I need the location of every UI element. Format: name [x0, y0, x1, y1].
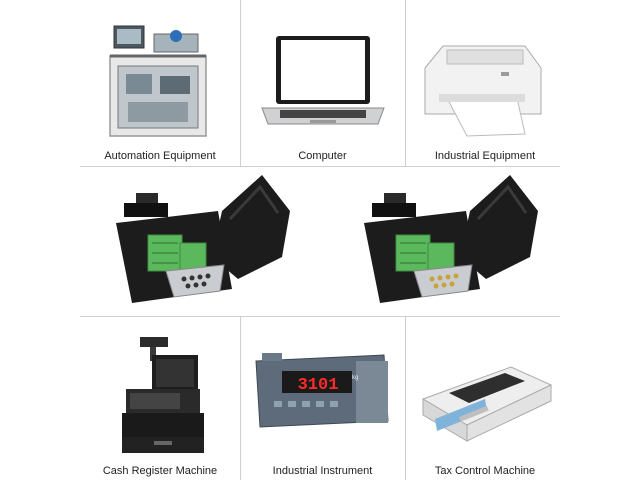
cell-db9-male — [330, 167, 570, 316]
label-industrial-equipment: Industrial Equipment — [434, 150, 536, 162]
cell-db9-female — [80, 167, 320, 316]
divider-bottom-left — [240, 316, 241, 480]
label-industrial-instrument: Industrial Instrument — [272, 465, 373, 477]
label-cash-register-machine: Cash Register Machine — [102, 465, 218, 477]
weight-unit-label: kg — [352, 375, 358, 381]
cell-computer: Computer — [240, 0, 405, 166]
label-tax-control-machine: Tax Control Machine — [434, 465, 536, 477]
divider-top-right — [405, 0, 406, 166]
weighing-indicator-icon: 3101 kg — [255, 353, 389, 428]
cell-automation-equipment: Automation Equipment — [80, 0, 240, 166]
label-automation-equipment: Automation Equipment — [104, 150, 216, 162]
divider-top-left — [240, 0, 241, 166]
cash-register-icon — [122, 337, 204, 453]
printer-icon — [424, 45, 542, 137]
divider-bottom — [80, 316, 560, 317]
cell-tax-control-machine: Tax Control Machine — [405, 317, 565, 480]
db9-male-connector-icon — [364, 175, 538, 303]
db9-female-connector-icon — [116, 175, 290, 303]
dot-matrix-printer-icon — [421, 366, 553, 442]
laptop-icon — [261, 36, 385, 125]
weight-display-readout: 3101 — [298, 376, 339, 395]
divider-bottom-right — [405, 316, 406, 480]
label-computer: Computer — [298, 150, 347, 162]
automation-equipment-icon — [109, 25, 207, 137]
cell-cash-register: Cash Register Machine — [80, 317, 240, 480]
cell-industrial-instrument: 3101 kg Industrial Instrument — [240, 317, 405, 480]
divider-top — [80, 166, 560, 167]
cell-industrial-equipment: Industrial Equipment — [405, 0, 565, 166]
